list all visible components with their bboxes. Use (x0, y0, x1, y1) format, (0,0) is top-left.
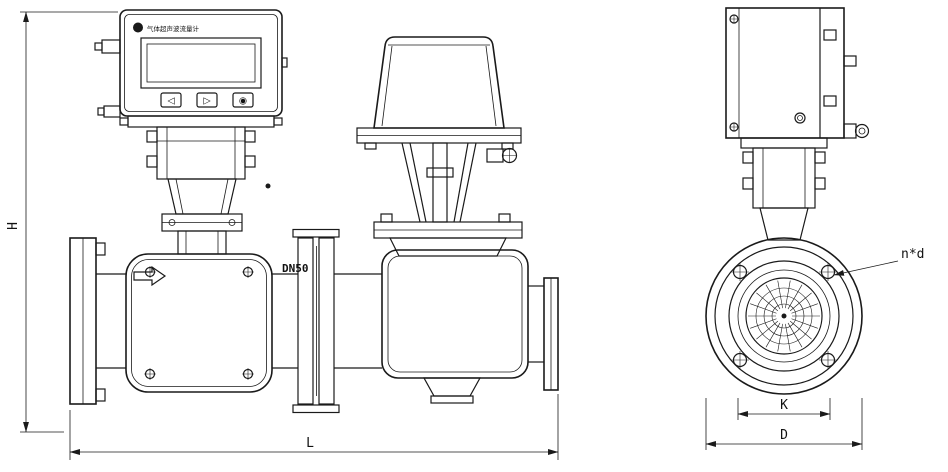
bleed-screw-icon (265, 183, 271, 189)
flow-direction-arrow-icon (133, 265, 167, 287)
lcd-screen (140, 37, 262, 89)
valve-yoke (401, 142, 518, 223)
bolt-note-label: n*d (901, 247, 924, 262)
dimension-h (20, 11, 118, 433)
dimension-d (705, 398, 863, 450)
valve-body (373, 213, 529, 404)
mounting-bracket (119, 115, 283, 255)
button-left-icon: ◁ (167, 96, 175, 107)
button-right-icon: ▷ (203, 96, 211, 107)
display-head-side (725, 7, 870, 139)
flange-face (705, 237, 863, 395)
button-enter (232, 92, 254, 108)
cable-gland-icon (103, 105, 121, 118)
nominal-size-label: DN50 (282, 262, 309, 275)
dimension-k (737, 398, 831, 420)
button-right (196, 92, 218, 108)
connector-icon (843, 123, 857, 139)
bolt-leader (833, 260, 899, 276)
flow-straightener-icon (748, 280, 820, 352)
front-view (69, 9, 382, 414)
inlet-flange (69, 237, 126, 405)
display-title: 气体超声波流量计 (147, 24, 200, 33)
bracket-side (740, 137, 828, 241)
connecting-flange-pair (272, 228, 382, 414)
button-left (160, 92, 182, 108)
dim-d-label: D (780, 428, 788, 443)
dim-h-label: H (6, 222, 21, 230)
dim-l-label: L (306, 436, 314, 451)
actuator-housing (356, 36, 522, 150)
side-view (356, 36, 559, 404)
dimension-l (69, 394, 559, 460)
button-enter-icon: ◉ (239, 96, 247, 107)
end-view (705, 7, 870, 395)
cable-gland-icon (101, 39, 121, 54)
dim-k-label: K (780, 398, 788, 413)
brand-logo-icon (133, 22, 143, 33)
outlet-flange (528, 277, 559, 391)
meter-body (125, 253, 273, 393)
